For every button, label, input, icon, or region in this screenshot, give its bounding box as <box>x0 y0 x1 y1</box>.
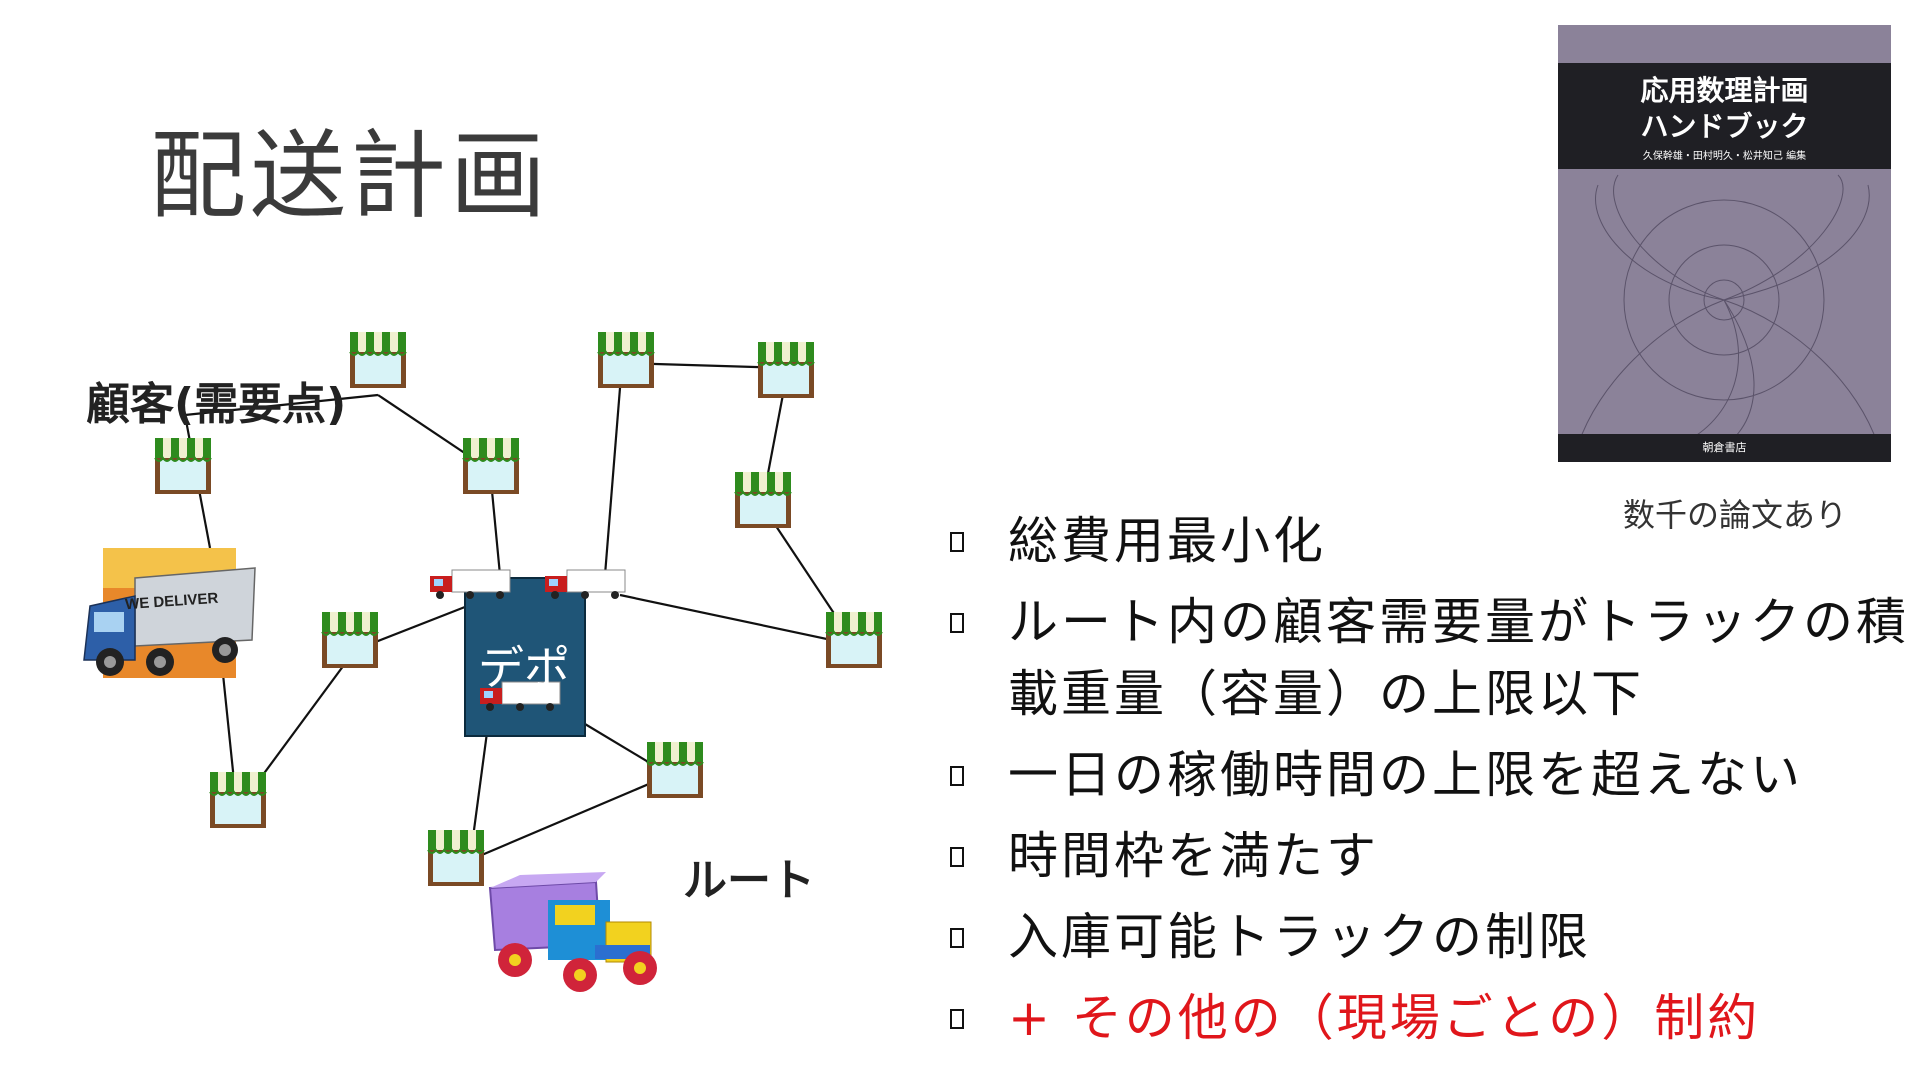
bullet-text: 時間枠を満たす <box>1008 827 1379 885</box>
mini-truck-icon <box>544 569 626 600</box>
delivery-network-diagram: WE DELIVER <box>83 331 883 992</box>
book-title-line2: ハンドブック <box>1640 110 1809 143</box>
customer-store-icon <box>349 331 407 389</box>
toy-truck-icon <box>488 872 657 992</box>
bullet-marker-icon <box>950 847 964 867</box>
bullet-item: + その他の（現場ごとの）制約 <box>950 982 1910 1054</box>
bullet-text: 入庫可能トラックの制限 <box>1008 908 1591 966</box>
book-authors: 久保幹雄・田村明久・松井知己 編集 <box>1642 151 1807 162</box>
customer-store-icon <box>597 331 655 389</box>
customer-store-icon <box>321 611 379 669</box>
bullet-item: 総費用最小化 <box>950 505 1910 577</box>
customer-store-icon <box>734 471 792 529</box>
depot-building <box>464 577 586 737</box>
customer-store-icon <box>757 341 815 399</box>
bullet-text: 総費用最小化 <box>1008 512 1326 570</box>
bullet-item: ルート内の顧客需要量がトラックの積載重量（容量）の上限以下 <box>950 586 1910 730</box>
customer-store-icon <box>462 437 520 495</box>
bullet-text: ルート内の顧客需要量がトラックの積載重量（容量）の上限以下 <box>1008 593 1909 723</box>
bullet-marker-icon <box>950 532 964 552</box>
delivery-truck-icon: WE DELIVER <box>83 548 256 678</box>
constraint-list: 総費用最小化 ルート内の顧客需要量がトラックの積載重量（容量）の上限以下 一日の… <box>950 505 1910 1063</box>
slide-title: 配送計画 <box>150 120 550 232</box>
bullet-marker-icon <box>950 613 964 633</box>
customer-store-icon <box>825 611 883 669</box>
customer-store-icon <box>209 771 267 829</box>
mini-truck-icon <box>429 569 511 600</box>
book-title-line1: 応用数理計画 <box>1640 74 1809 107</box>
book-caption: 数千の論文あり <box>1623 496 1848 534</box>
bullet-text: + その他の（現場ごとの）制約 <box>1008 989 1761 1047</box>
customer-label: 顧客(需要点) <box>86 379 347 430</box>
truck-sign: WE DELIVER <box>125 590 219 613</box>
bullet-text: 一日の稼働時間の上限を超えない <box>1008 746 1803 804</box>
bullet-marker-icon <box>950 766 964 786</box>
bullet-item: 入庫可能トラックの制限 <box>950 901 1910 973</box>
bullet-item: 一日の稼働時間の上限を超えない <box>950 739 1910 811</box>
book-title-band: 応用数理計画 ハンドブック <box>1558 63 1891 169</box>
bullet-marker-icon <box>950 1009 964 1029</box>
book-cover: 応用数理計画 ハンドブック 久保幹雄・田村明久・松井知己 編集 朝倉書店 <box>1558 25 1891 462</box>
customer-store-icon <box>154 437 212 495</box>
bullet-marker-icon <box>950 928 964 948</box>
route-label: ルート <box>683 855 815 906</box>
bullet-item: 時間枠を満たす <box>950 820 1910 892</box>
customer-store-icon <box>646 741 704 799</box>
customer-store-icon <box>427 829 485 887</box>
book-publisher: 朝倉書店 <box>1558 434 1891 462</box>
